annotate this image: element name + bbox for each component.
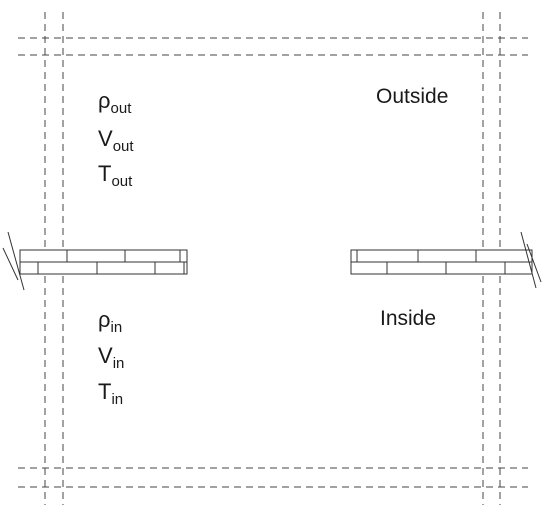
var-symbol: V	[98, 343, 113, 368]
var-temperature-out: Tout	[98, 161, 133, 190]
var-subscript: in	[112, 355, 125, 372]
var-velocity-in: Vin	[98, 343, 125, 372]
var-subscript: in	[110, 319, 123, 336]
label-inside: Inside	[380, 308, 436, 329]
var-density-out: ρout	[98, 88, 132, 117]
break-mark	[526, 243, 542, 283]
var-symbol: V	[98, 126, 113, 151]
break-marks-right	[520, 231, 542, 289]
break-mark	[520, 231, 537, 289]
label-outside: Outside	[376, 86, 448, 107]
var-density-in: ρin	[98, 307, 123, 336]
var-subscript: out	[111, 173, 133, 190]
wall-right	[350, 249, 533, 275]
var-temperature-in: Tin	[98, 379, 124, 408]
var-symbol: T	[98, 379, 112, 404]
label-outside-text: Outside	[376, 85, 449, 108]
var-subscript: out	[112, 138, 134, 155]
break-mark	[7, 231, 25, 291]
wall-left	[19, 249, 188, 275]
var-symbol: ρ	[98, 307, 111, 332]
break-marks-left	[2, 231, 25, 291]
var-velocity-out: Vout	[98, 126, 134, 155]
var-symbol: T	[98, 161, 112, 186]
var-symbol: ρ	[98, 88, 111, 113]
break-mark	[2, 247, 19, 281]
var-subscript: in	[111, 391, 124, 408]
var-subscript: out	[110, 100, 132, 117]
label-inside-text: Inside	[380, 307, 437, 330]
